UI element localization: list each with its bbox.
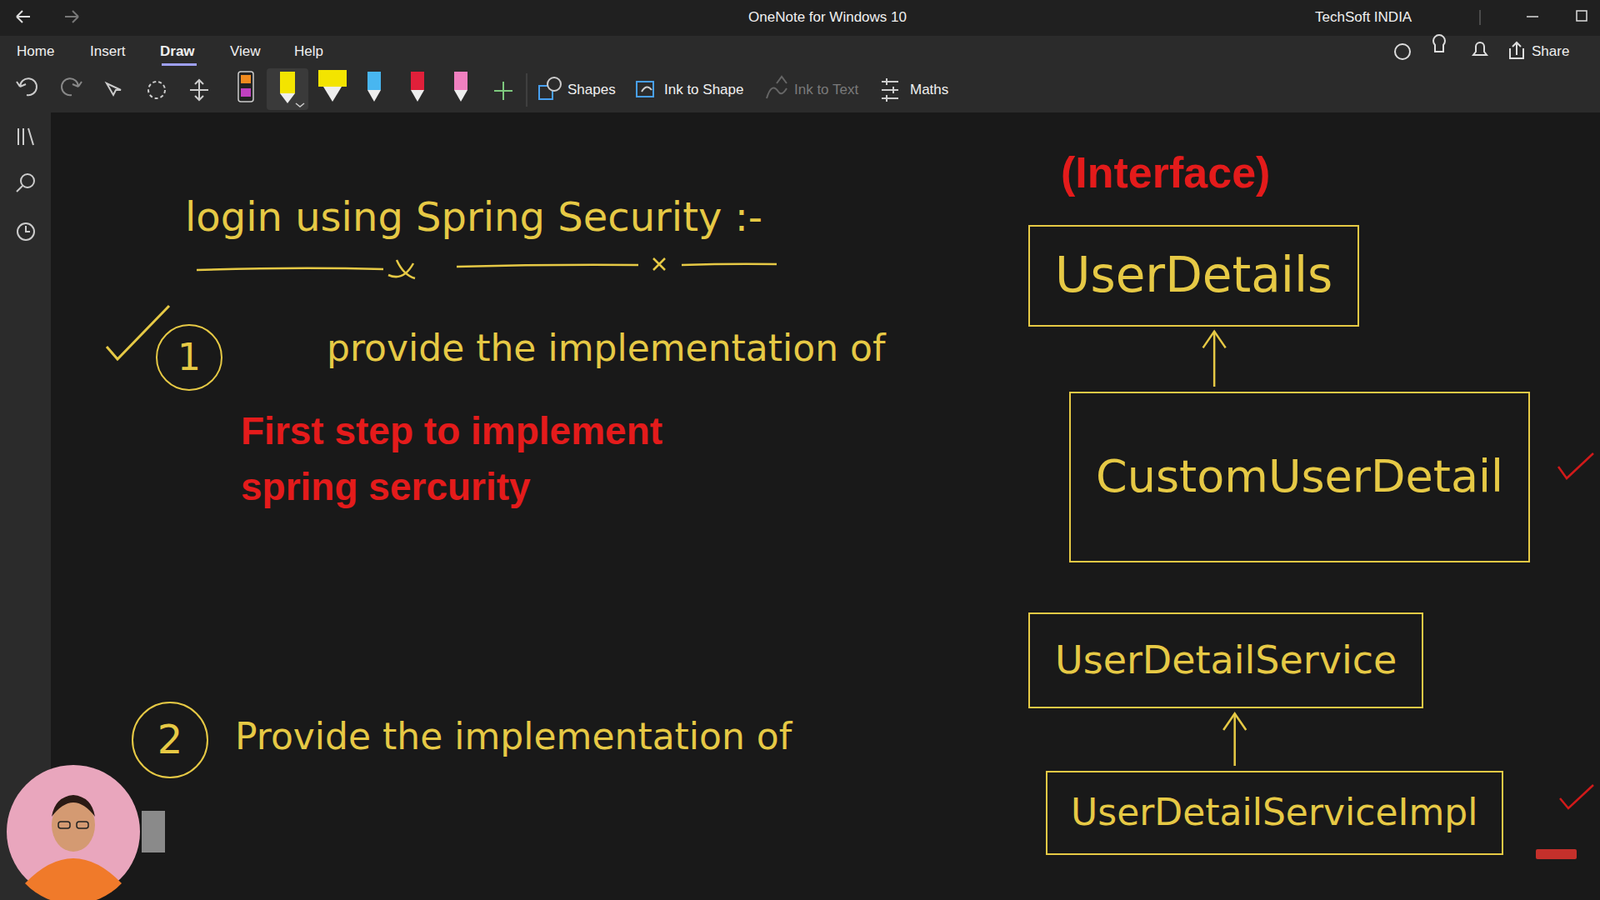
interface-box: UserDetailService xyxy=(1028,612,1424,709)
toolbar-button: Ink to Text xyxy=(794,81,859,99)
annotation: First step to implement spring sercurity xyxy=(240,403,775,515)
step-text: Provide the implementation of xyxy=(235,715,792,760)
toolbar-button: Shapes xyxy=(567,81,616,99)
interface-box: UserDetails xyxy=(1028,225,1360,327)
arrow-head xyxy=(1203,331,1226,349)
menu-tab: Insert xyxy=(90,43,126,60)
toolbar-button: Maths xyxy=(910,81,949,99)
diagram-title: login using Spring Security :- xyxy=(185,193,763,242)
node-text: UserDetailService xyxy=(1055,637,1397,684)
step-text: provide the implementation of xyxy=(326,326,885,371)
menu-tab: Home xyxy=(16,43,55,60)
class-box: CustomUserDetail xyxy=(1069,391,1530,563)
arrow-line xyxy=(1213,331,1216,387)
menu-tab: Draw xyxy=(160,43,195,60)
node-text: 2 xyxy=(157,715,184,765)
arrow-head xyxy=(1223,713,1246,730)
arrow-line xyxy=(1233,713,1236,766)
window-title: OneNote for Windows 10 xyxy=(748,9,907,26)
node-text: UserDetails xyxy=(1055,246,1333,305)
node-text: UserDetailServiceImpl xyxy=(1070,790,1479,835)
toolbar-button: Ink to Shape xyxy=(664,81,744,99)
menu-tab: Help xyxy=(294,43,324,60)
inheritance-arrow xyxy=(1223,713,1246,766)
annotation: (Interface) xyxy=(1060,146,1270,199)
menu-tab: View xyxy=(230,43,261,60)
account-name: TechSoft INDIA xyxy=(1315,9,1412,26)
step-circle: 2 xyxy=(131,701,209,779)
step-circle: 1 xyxy=(155,324,223,391)
node-text: CustomUserDetail xyxy=(1095,450,1504,505)
class-box: UserDetailServiceImpl xyxy=(1045,770,1504,855)
inheritance-arrow xyxy=(1203,331,1226,387)
node-text: 1 xyxy=(177,335,201,380)
share-button: Share xyxy=(1531,43,1570,60)
